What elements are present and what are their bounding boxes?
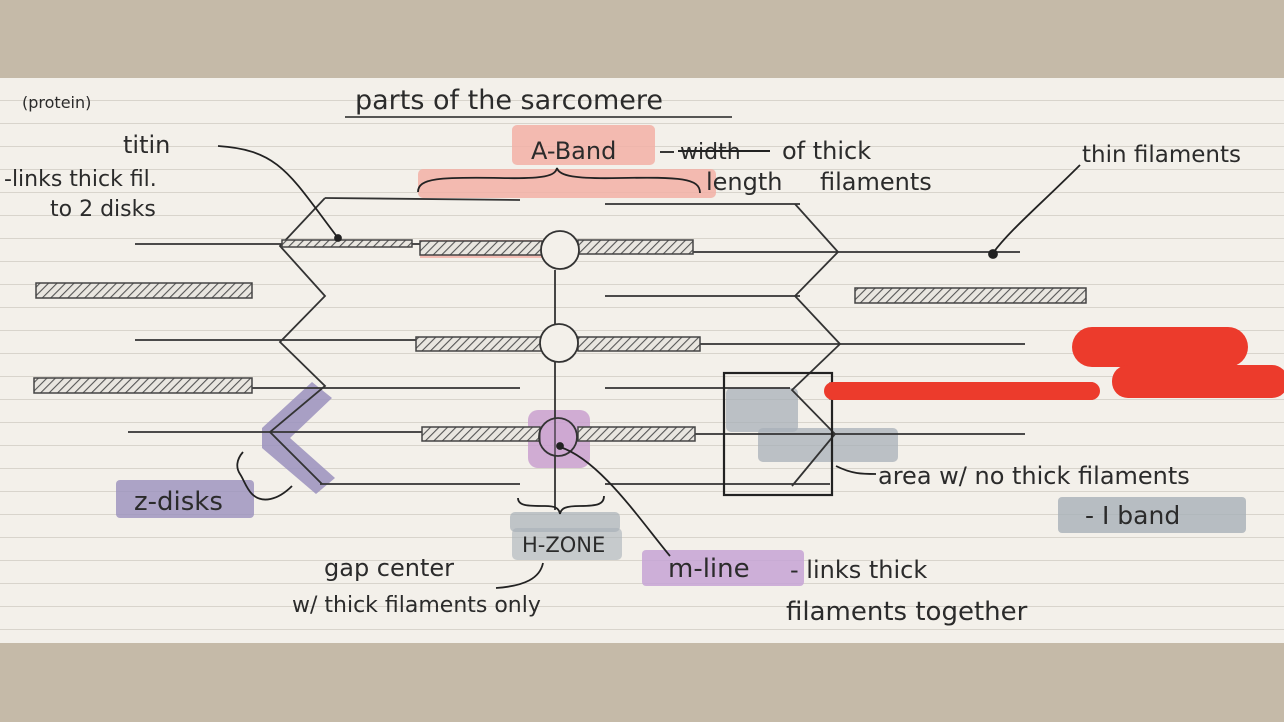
z-disk-right	[790, 203, 842, 487]
m-line-node	[538, 417, 578, 457]
h-zone-highlight	[510, 512, 620, 532]
a-band-label: A-Band	[531, 137, 616, 165]
thick-filament	[35, 282, 253, 299]
z-disks-label-highlight	[116, 480, 254, 518]
m-line-label: m-line	[668, 554, 750, 584]
a-band-desc-2a: length	[706, 168, 783, 196]
h-zone-label: H-ZONE	[522, 533, 605, 557]
titin-leader	[217, 145, 339, 239]
thin-filaments-label: thin filaments	[1082, 142, 1241, 168]
titin-desc-2: to 2 disks	[50, 197, 156, 222]
z-disks-brace	[236, 451, 293, 501]
thick-filament	[33, 377, 253, 394]
i-band-box	[722, 371, 834, 497]
h-zone-desc-2: w/ thick filaments only	[292, 593, 541, 618]
thin-filaments-leader	[992, 164, 1081, 254]
titin-note: (protein)	[22, 93, 91, 112]
h-zone-leader	[495, 562, 544, 589]
a-band-desc-1: of thick	[782, 137, 871, 165]
thick-filament	[415, 336, 543, 352]
a-band-brace	[417, 167, 701, 194]
redaction	[824, 327, 1284, 400]
titin-label: titin	[123, 131, 170, 159]
thick-filament	[577, 336, 701, 352]
i-band-highlight-1	[726, 388, 798, 432]
titin-desc-1: -links thick fil.	[4, 167, 157, 192]
a-band-struck: width	[680, 140, 741, 165]
m-line-node	[539, 323, 579, 363]
titin-segment	[281, 239, 413, 248]
i-band-label: - I band	[1085, 501, 1180, 530]
diagram-title: parts of the sarcomere	[355, 85, 663, 116]
thick-filament	[854, 287, 1087, 304]
z-disk-left	[268, 197, 327, 485]
z-disks-label: z-disks	[134, 487, 223, 517]
m-line-leader	[559, 446, 671, 557]
m-line-dot	[556, 442, 564, 450]
i-band-highlight-2	[758, 428, 898, 462]
titin-dot	[334, 234, 342, 242]
thick-filament	[577, 426, 696, 442]
m-line-desc-1: - links thick	[790, 556, 927, 584]
thick-filament	[419, 240, 543, 256]
a-band-label-highlight	[512, 125, 655, 165]
m-line-label-highlight	[642, 550, 804, 586]
h-zone-desc-1: gap center	[324, 554, 454, 582]
i-band-leader	[835, 465, 877, 475]
a-band-desc-2b: filaments	[820, 168, 932, 196]
a-band-brace-highlight	[418, 169, 716, 198]
m-line-node	[540, 230, 580, 270]
h-zone-brace	[517, 495, 605, 515]
thick-filament	[421, 426, 541, 442]
h-zone-label-highlight	[512, 528, 622, 560]
thick-filament	[577, 239, 694, 255]
z-disk-highlight	[262, 382, 335, 494]
i-band-desc-1: area w/ no thick filaments	[878, 462, 1190, 490]
i-band-label-highlight	[1058, 497, 1246, 533]
m-line-desc-2: filaments together	[786, 597, 1028, 627]
thin-filaments-dot	[988, 249, 998, 259]
